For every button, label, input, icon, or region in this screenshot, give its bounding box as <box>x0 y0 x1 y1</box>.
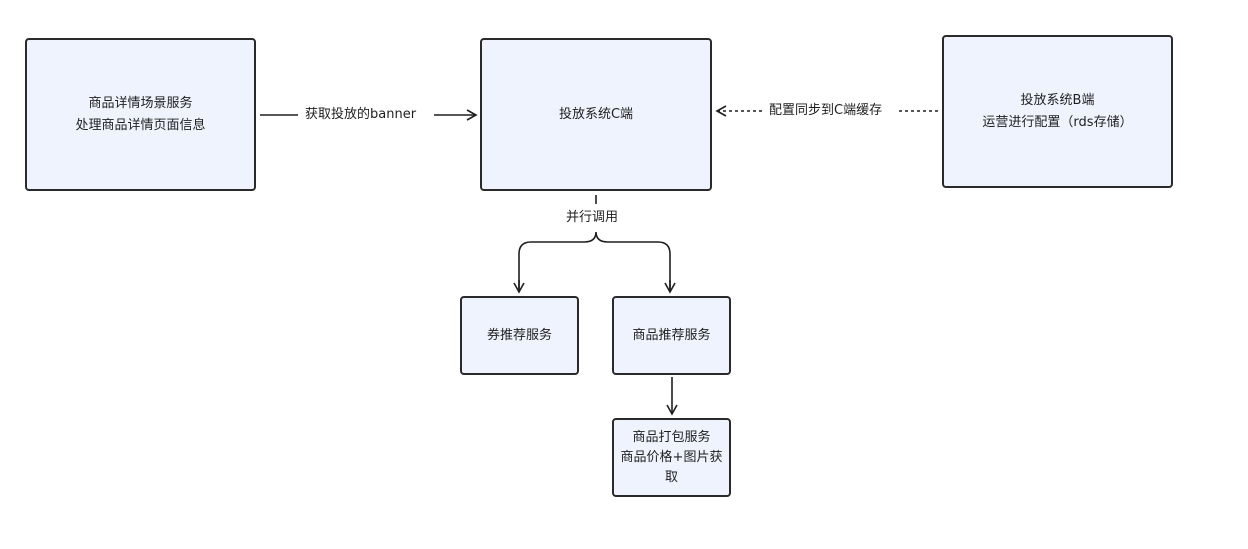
node-c-end: 投放系统C端 <box>480 38 712 191</box>
node-coupon-service: 券推荐服务 <box>460 296 579 375</box>
edge-label-parallel-call: 并行调用 <box>566 210 619 225</box>
node-b-end: 投放系统B端 运营进行配置（rds存储） <box>942 35 1173 188</box>
edge-parallel-brace <box>518 231 671 290</box>
edge-label-config-sync: 配置同步到C端缓存 <box>766 103 886 119</box>
node-product-rec-service: 商品推荐服务 <box>612 296 731 375</box>
node-b-end-line1: 投放系统B端 <box>1020 92 1095 108</box>
node-b-end-line2: 运营进行配置（rds存储） <box>982 114 1133 130</box>
node-packaging-service-line3: 取 <box>664 469 678 485</box>
node-detail-service: 商品详情场景服务 处理商品详情页面信息 <box>25 38 256 191</box>
node-coupon-service-line1: 券推荐服务 <box>486 327 552 343</box>
node-packaging-service-line2: 商品价格+图片获 <box>620 449 723 465</box>
node-c-end-line1: 投放系统C端 <box>558 106 634 122</box>
node-product-rec-service-line1: 商品推荐服务 <box>632 327 711 343</box>
node-packaging-service: 商品打包服务 商品价格+图片获 取 <box>612 418 731 497</box>
node-detail-service-line2: 处理商品详情页面信息 <box>75 117 206 133</box>
node-detail-service-line1: 商品详情场景服务 <box>88 95 193 111</box>
edge-label-fetch-banner: 获取投放的banner <box>302 107 420 123</box>
node-packaging-service-line1: 商品打包服务 <box>632 429 711 445</box>
